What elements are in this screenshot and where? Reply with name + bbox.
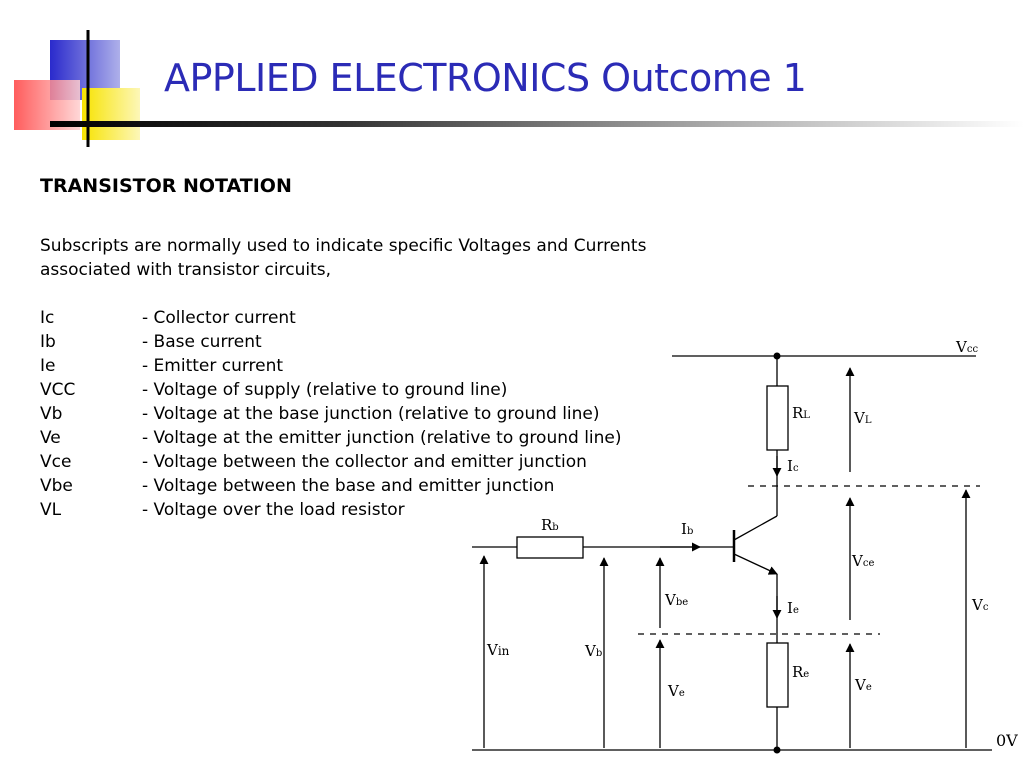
definitions-list: Ic - Collector current Ib - Base current I…	[40, 306, 622, 522]
definition-row: Vb - Voltage at the base junction (relati…	[40, 402, 622, 426]
ve-right-label: Ve	[854, 676, 872, 694]
definition-row: VL - Voltage over the load resistor	[40, 498, 622, 522]
definition-row: Ie - Emitter current	[40, 354, 622, 378]
vin-label: Vin	[486, 641, 510, 659]
vl-label: VL	[853, 409, 872, 427]
definition-row: Ic - Collector current	[40, 306, 622, 330]
emitter-resistor	[766, 642, 789, 708]
supply-junction-dot	[773, 352, 781, 360]
ie-label: Ie	[787, 599, 799, 617]
definition-meaning: - Voltage over the load resistor	[142, 500, 405, 520]
definition-meaning: - Voltage between the base and emitter j…	[142, 476, 555, 496]
definition-meaning: - Emitter current	[142, 356, 284, 376]
load-resistor	[766, 385, 789, 451]
section-heading: TRANSISTOR NOTATION	[40, 175, 292, 197]
vce-label: Vce	[851, 552, 874, 570]
transistor-collector-leg	[733, 515, 778, 541]
definition-row: VCC - Voltage of supply (relative to grou…	[40, 378, 622, 402]
definition-row: Vbe - Voltage between the base and emitte…	[40, 474, 622, 498]
definition-row: Ib - Base current	[40, 330, 622, 354]
re-label: Re	[792, 663, 809, 681]
ground-label: 0V	[996, 731, 1018, 750]
definition-symbol: Ib	[40, 332, 56, 352]
definition-row: Vce - Voltage between the collector and e…	[40, 450, 622, 474]
rb-label: Rb	[541, 516, 559, 534]
intro-paragraph: Subscripts are normally used to indicate…	[40, 236, 647, 280]
transistor-emitter-leg	[733, 553, 778, 575]
definition-symbol: Vbe	[40, 476, 73, 496]
ve-left-label: Ve	[667, 682, 685, 700]
definition-meaning: - Collector current	[142, 308, 296, 328]
slide-logo	[0, 0, 160, 150]
definition-symbol: Vb	[40, 404, 63, 424]
base-resistor	[516, 536, 584, 559]
definition-symbol: VL	[40, 500, 62, 520]
definition-meaning: - Voltage at the base junction (relative…	[142, 404, 600, 424]
definition-symbol: Vce	[40, 452, 72, 472]
ic-label: Ic	[787, 457, 799, 475]
definition-meaning: - Voltage of supply (relative to ground …	[142, 380, 508, 400]
definition-meaning: - Voltage between the collector and emit…	[142, 452, 587, 472]
vb-label: Vb	[584, 642, 602, 660]
vbe-label: Vbe	[664, 591, 688, 609]
definition-symbol: VCC	[40, 380, 76, 400]
definition-symbol: Ie	[40, 356, 56, 376]
title-divider	[50, 121, 1024, 127]
definition-symbol: Ve	[40, 428, 61, 448]
logo-graphic	[14, 30, 140, 147]
definition-meaning: - Base current	[142, 332, 262, 352]
vcc-label: Vcc	[955, 338, 978, 356]
definition-meaning: - Voltage at the emitter junction (relat…	[142, 428, 622, 448]
definition-symbol: Ic	[40, 308, 55, 328]
page-title: APPLIED ELECTRONICS Outcome 1	[164, 56, 807, 100]
ib-label: Ib	[681, 520, 693, 538]
rl-label: RL	[792, 404, 810, 422]
ground-junction-dot	[773, 746, 781, 754]
vc-label: Vc	[971, 596, 989, 614]
definition-row: Ve - Voltage at the emitter junction (rel…	[40, 426, 622, 450]
